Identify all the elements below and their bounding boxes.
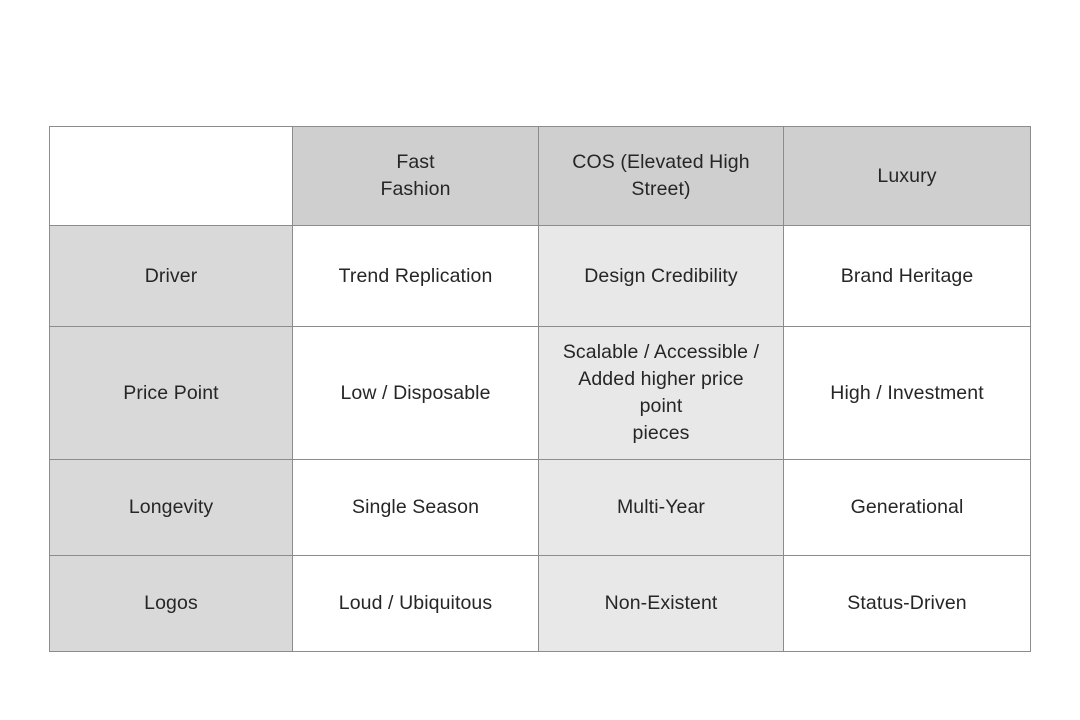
cell-driver-fast-fashion: Trend Replication bbox=[292, 225, 539, 327]
cell-driver-cos: Design Credibility bbox=[538, 225, 784, 327]
comparison-table-container: Fast Fashion COS (Elevated High Street) … bbox=[49, 126, 1031, 652]
row-label-longevity: Longevity bbox=[49, 459, 293, 556]
cell-longevity-luxury: Generational bbox=[783, 459, 1031, 556]
cell-driver-luxury: Brand Heritage bbox=[783, 225, 1031, 327]
cell-logos-luxury: Status-Driven bbox=[783, 555, 1031, 652]
cell-logos-fast-fashion: Loud / Ubiquitous bbox=[292, 555, 539, 652]
cell-price-point-luxury: High / Investment bbox=[783, 326, 1031, 460]
cell-logos-cos: Non-Existent bbox=[538, 555, 784, 652]
comparison-table: Fast Fashion COS (Elevated High Street) … bbox=[49, 126, 1031, 652]
column-header-fast-fashion: Fast Fashion bbox=[292, 126, 539, 226]
table-row-logos: Logos Loud / Ubiquitous Non-Existent Sta… bbox=[49, 555, 1031, 652]
table-header-row: Fast Fashion COS (Elevated High Street) … bbox=[49, 126, 1031, 226]
column-header-luxury: Luxury bbox=[783, 126, 1031, 226]
column-header-cos: COS (Elevated High Street) bbox=[538, 126, 784, 226]
table-row-price-point: Price Point Low / Disposable Scalable / … bbox=[49, 326, 1031, 460]
table-row-driver: Driver Trend Replication Design Credibil… bbox=[49, 225, 1031, 327]
table-row-longevity: Longevity Single Season Multi-Year Gener… bbox=[49, 459, 1031, 556]
table-corner-blank bbox=[49, 126, 293, 226]
row-label-logos: Logos bbox=[49, 555, 293, 652]
cell-price-point-fast-fashion: Low / Disposable bbox=[292, 326, 539, 460]
row-label-price-point: Price Point bbox=[49, 326, 293, 460]
cell-price-point-cos: Scalable / Accessible / Added higher pri… bbox=[538, 326, 784, 460]
row-label-driver: Driver bbox=[49, 225, 293, 327]
cell-longevity-cos: Multi-Year bbox=[538, 459, 784, 556]
cell-longevity-fast-fashion: Single Season bbox=[292, 459, 539, 556]
